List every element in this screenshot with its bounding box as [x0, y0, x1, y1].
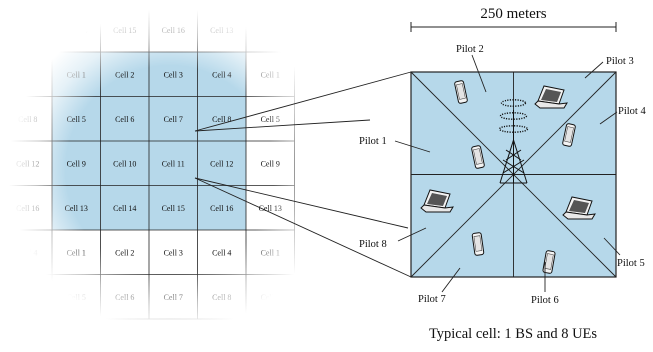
grid-cell-label: Cell 16 — [162, 26, 185, 35]
grid-cell-label: Cell 13 — [210, 26, 233, 35]
grid-cell-label: Cell 6 — [115, 293, 134, 302]
grid-cell-label: Cell 13 — [259, 204, 282, 213]
grid-cell-label: Cell 4 — [212, 70, 231, 79]
grid-cell-label: Cell 3 — [164, 70, 183, 79]
grid-cell-label: Cell 4 — [18, 248, 37, 257]
pilot-labels: Pilot 1 Pilot 2 Pilot 3 Pilot 4 Pilot 5 … — [359, 44, 646, 306]
grid-cell-label: Cell 13 — [16, 26, 39, 35]
pilot-label-2: Pilot 2 — [456, 44, 484, 55]
grid-cell-label: Cell 6 — [115, 115, 134, 124]
laptop-icon — [534, 85, 568, 109]
grid-cell-label: Cell 2 — [115, 248, 134, 257]
grid-cell-label: Cell 15 — [113, 26, 136, 35]
phone-icon — [471, 232, 485, 256]
grid-cell-label: Cell 2 — [115, 70, 134, 79]
phone-icon — [562, 123, 576, 147]
grid-cell-label: Cell 8 — [212, 293, 231, 302]
antenna-ring — [498, 125, 529, 133]
pilot-label-7: Pilot 7 — [418, 294, 446, 305]
phone-icon — [454, 80, 468, 104]
grid-cell-label: Cell 15 — [162, 204, 185, 213]
scale-label: 250 meters — [480, 6, 546, 22]
grid-cell-label: Cell 8 — [18, 293, 37, 302]
user-devices — [420, 80, 596, 274]
zoom-connector-lines — [194, 71, 412, 278]
grid-cell-label: Cell 9 — [261, 159, 280, 168]
pilot-label-3: Pilot 3 — [606, 56, 634, 67]
grid-cell-label: Cell 4 — [212, 248, 231, 257]
phone-icon — [471, 145, 485, 169]
pilot-label-5: Pilot 5 — [617, 258, 645, 269]
grid-cell-label: Cell 5 — [67, 115, 86, 124]
grid-cell-label: Cell 14 — [259, 26, 282, 35]
laptop-icon — [562, 196, 596, 220]
figure-caption: Typical cell: 1 BS and 8 UEs — [429, 326, 597, 342]
grid-cell-label: Cell 8 — [212, 115, 231, 124]
grid-cell-label: Cell 1 — [67, 70, 86, 79]
grid-cell-label: Cell 5 — [261, 293, 280, 302]
grid-cell-label: Cell 12 — [210, 159, 233, 168]
grid-cell-label: Cell 4 — [18, 70, 37, 79]
grid-cell-label: Cell 7 — [164, 293, 183, 302]
grid-cell-label: Cell 5 — [261, 115, 280, 124]
grid-cell-label: Cell 10 — [113, 159, 136, 168]
pilot-leader-lines — [394, 54, 621, 293]
laptop-icon — [420, 189, 454, 213]
grid-cell-label: Cell 13 — [65, 204, 88, 213]
cell-tower-icon — [498, 99, 529, 184]
pilot-label-4: Pilot 4 — [618, 106, 646, 117]
grid-cell-label: Cell 16 — [210, 204, 233, 213]
grid-cell-label: Cell 1 — [261, 248, 280, 257]
grid-cell-label: Cell 8 — [18, 115, 37, 124]
pilot-label-6: Pilot 6 — [531, 295, 559, 306]
grid-cell-label: Cell 1 — [261, 70, 280, 79]
antenna-ring — [499, 112, 528, 120]
scale-bar — [410, 22, 617, 32]
pilot-label-8: Pilot 8 — [359, 239, 387, 250]
grid-cell-label: Cell 14 — [65, 26, 88, 35]
grid-cell-label: Cell 7 — [164, 115, 183, 124]
grid-cell-label: Cell 14 — [113, 204, 136, 213]
grid-cell-label: Cell 11 — [162, 159, 185, 168]
phone-icon — [542, 250, 556, 274]
grid-cell-label: Cell 5 — [67, 293, 86, 302]
pilot-label-1: Pilot 1 — [359, 136, 387, 147]
antenna-ring — [500, 99, 527, 107]
grid-cell-label: Cell 16 — [16, 204, 39, 213]
grid-cell-label: Cell 9 — [67, 159, 86, 168]
typical-cell-detail — [410, 71, 617, 278]
grid-cell-label: Cell 12 — [16, 159, 39, 168]
grid-cell-label: Cell 3 — [164, 248, 183, 257]
grid-cell-label: Cell 1 — [67, 248, 86, 257]
